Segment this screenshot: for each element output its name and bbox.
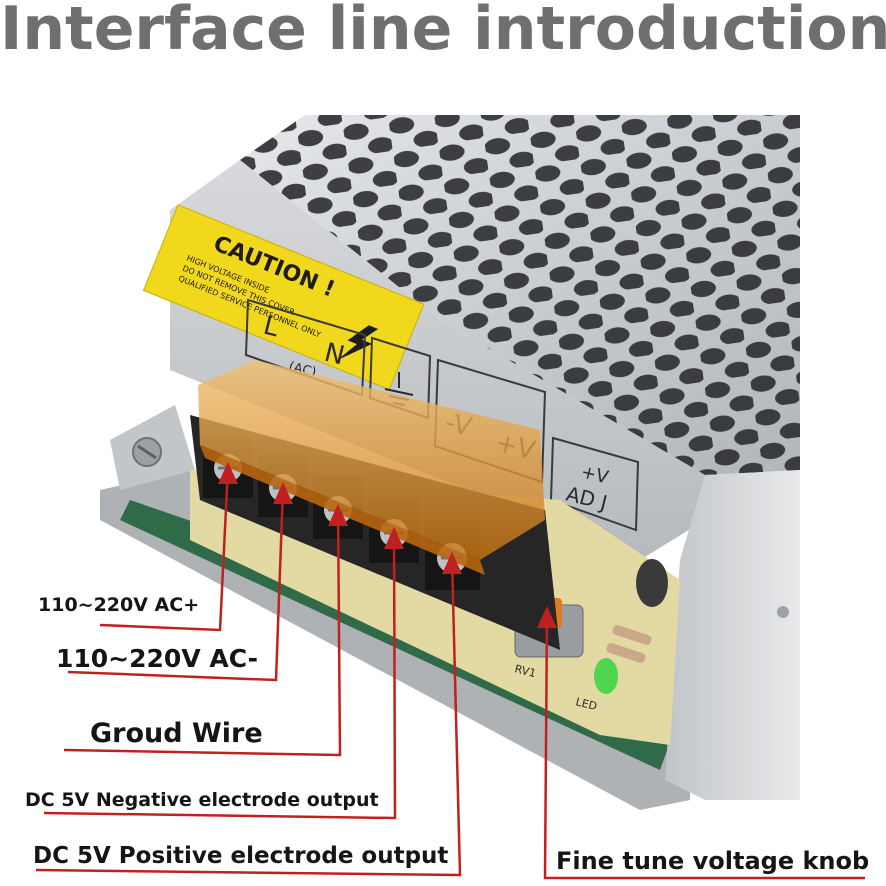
side-screw-hole	[777, 606, 789, 618]
leader-ac-plus	[99, 467, 230, 632]
leader-arrowheads	[218, 462, 557, 628]
lightning-icon	[337, 325, 379, 361]
arrowhead	[384, 527, 404, 549]
arrowhead	[537, 606, 557, 628]
title: Interface line introduction	[0, 0, 886, 64]
side-wall	[665, 470, 800, 800]
arrowhead	[328, 504, 348, 526]
arrowhead	[218, 462, 238, 484]
leader-knob	[543, 611, 865, 880]
callout-ac-minus: 110~220V AC-	[56, 644, 259, 673]
leader-ground	[63, 509, 342, 757]
capacitor	[636, 559, 668, 607]
callout-dc-positive: DC 5V Positive electrode output	[33, 843, 449, 869]
led-indicator	[594, 658, 618, 694]
callout-dc-negative: DC 5V Negative electrode output	[25, 789, 379, 811]
arrowhead	[273, 482, 293, 504]
resistor	[606, 643, 646, 663]
pcb-rv1-mark: RV1	[513, 662, 537, 680]
leader-lines	[35, 467, 865, 880]
callout-ground-wire: Groud Wire	[90, 718, 263, 749]
arrowhead	[442, 552, 462, 574]
terminal-cover	[198, 360, 545, 560]
mark-box-adj	[549, 436, 640, 532]
vent-holes	[240, 115, 800, 475]
pcb-led-mark: LED	[574, 695, 598, 713]
callout-fine-tune-knob: Fine tune voltage knob	[556, 847, 870, 875]
leader-ac-minus	[67, 487, 285, 682]
leader-dc-neg	[43, 532, 397, 820]
terminal-cover-edge	[200, 445, 485, 575]
leader-dc-pos	[35, 557, 462, 877]
resistor	[612, 625, 652, 645]
callout-ac-plus: 110~220V AC+	[38, 594, 200, 616]
